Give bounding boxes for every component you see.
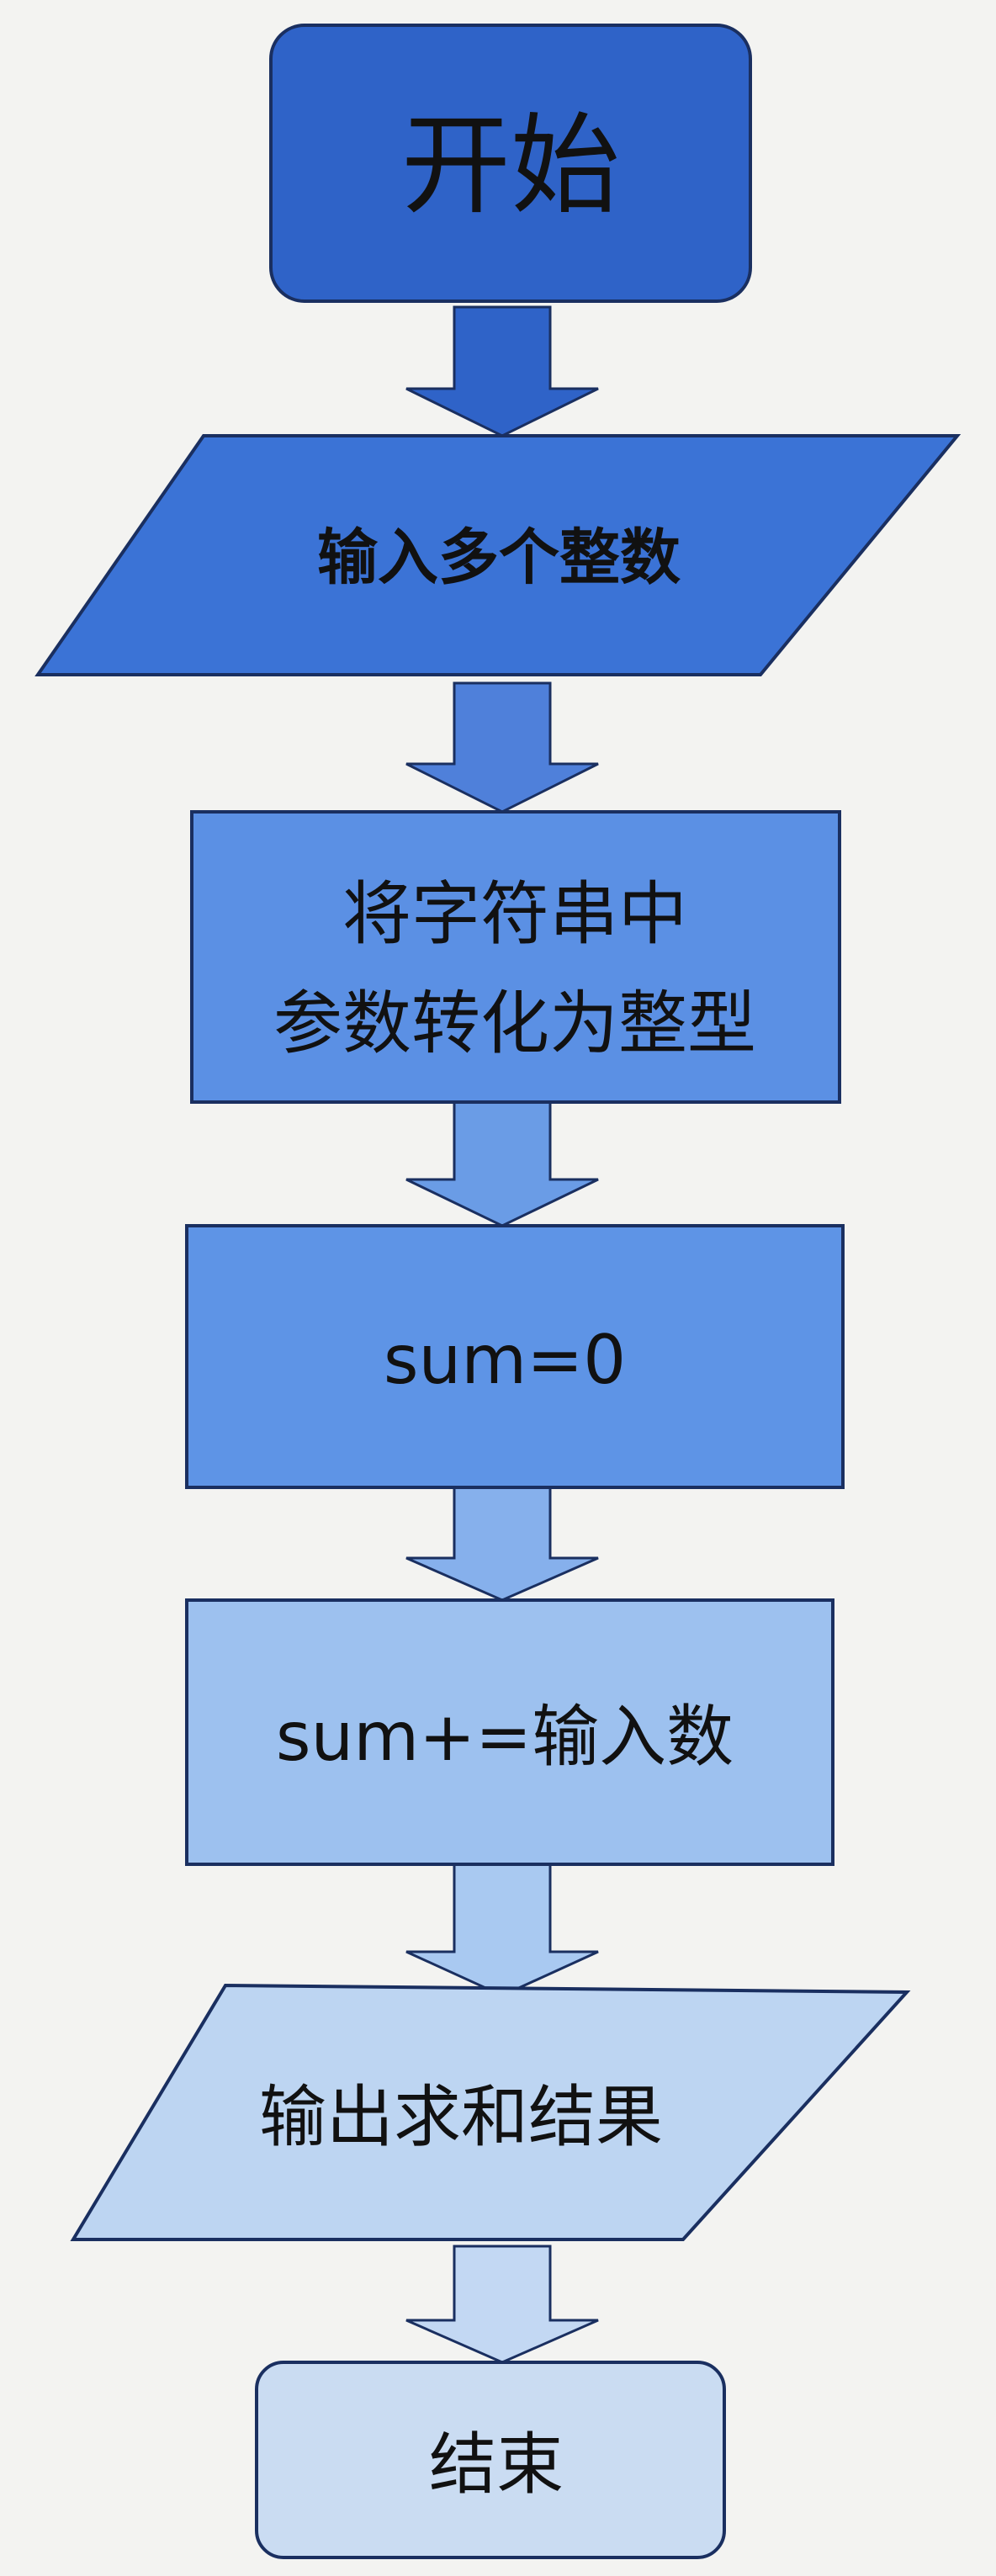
sum-init-label: sum=0 — [384, 1321, 626, 1399]
sum-add-node — [185, 1598, 834, 1866]
arrow-sumadd-to-output — [405, 1863, 599, 1997]
arrow-convert-to-suminit — [405, 1100, 599, 1227]
input-integers-node — [34, 434, 962, 676]
convert-label-line1: 将字符串中 — [342, 874, 687, 954]
start-label: 开始 — [401, 102, 620, 230]
end-label: 结束 — [429, 2425, 564, 2504]
start-node — [269, 24, 752, 303]
sum-add-label: sum+=输入数 — [276, 1698, 734, 1776]
arrow-start-to-input — [405, 305, 599, 437]
sum-init-node — [185, 1224, 845, 1489]
output-result-node — [70, 1983, 911, 2241]
end-node — [255, 2361, 726, 2559]
convert-label-line2: 参数转化为整型 — [273, 983, 756, 1063]
arrow-output-to-end — [405, 2245, 599, 2364]
output-result-label: 输出求和结果 — [259, 2078, 663, 2156]
arrow-input-to-convert — [405, 681, 599, 814]
input-integers-label: 输入多个整数 — [317, 522, 681, 593]
convert-node — [190, 810, 841, 1104]
arrow-suminit-to-sumadd — [405, 1486, 599, 1602]
